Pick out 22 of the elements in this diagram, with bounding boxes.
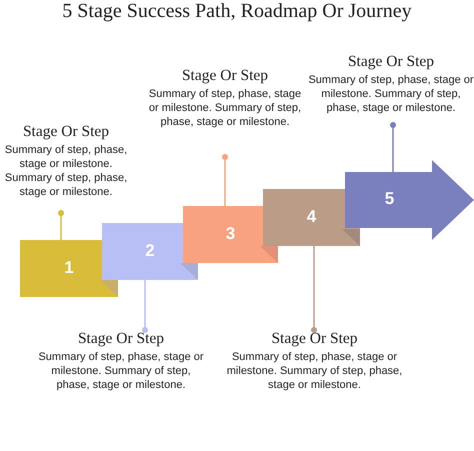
step-number: 5: [384, 189, 396, 209]
leader-line: [311, 246, 317, 333]
step-number: 1: [63, 258, 75, 278]
title: 5 Stage Success Path, Roadmap Or Journey: [61, 0, 413, 23]
stage-heading: Stage Or Step: [76, 330, 166, 348]
stage-heading: Stage Or Step: [270, 330, 359, 348]
step-number: 3: [224, 224, 236, 244]
arrow-shape: [345, 160, 474, 240]
leader-line: [142, 280, 148, 333]
stage-summary: Summary of step, phase, stage or milestone. Summary of step, phase, stage or milestone.: [4, 143, 128, 199]
leader-line: [222, 154, 228, 206]
leader-line: [58, 210, 64, 240]
step-number: 4: [306, 206, 318, 226]
stage-summary: Summary of step, phase, stage or milestone. Summary of step, phase, stage or milestone.: [226, 350, 404, 392]
stage-summary: Summary of step, phase, stage or milestone. Summary of step, phase, stage or milestone.: [148, 87, 302, 129]
stage-summary: Summary of step, phase, stage or milestone. Summary of step, phase, stage or milestone.: [37, 350, 205, 392]
stage-heading: Stage Or Step: [180, 67, 270, 85]
leader-line: [390, 122, 396, 172]
stage-heading: Stage Or Step: [346, 53, 436, 71]
stage-summary: Summary of step, phase, stage or milestone. Summary of step, phase, stage or milestone.: [308, 73, 474, 115]
stage-heading: Stage Or Step: [22, 123, 110, 141]
step-number: 2: [144, 240, 156, 260]
